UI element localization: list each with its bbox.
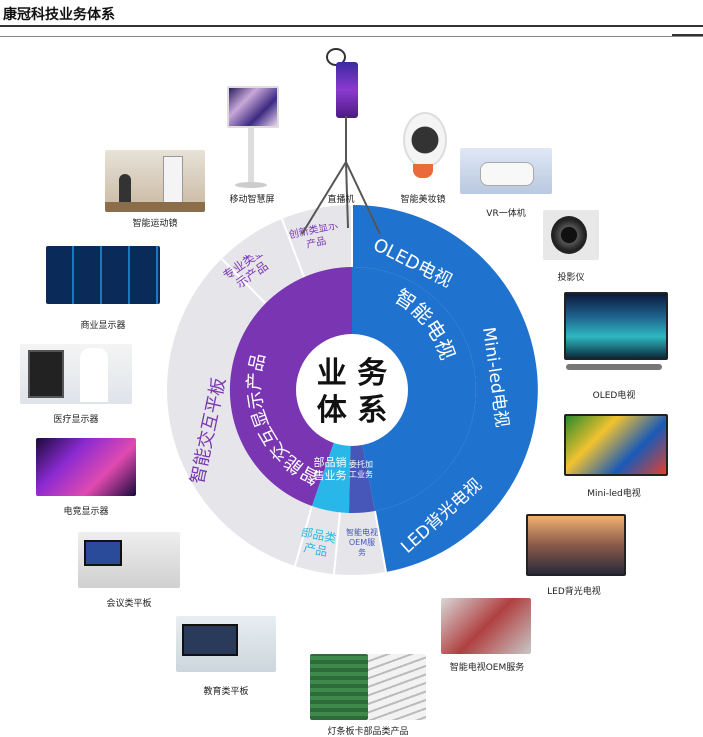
inner-label-parts-sales: 部品销售业务 [313,456,347,482]
commercial-image [46,246,160,304]
product-mini-led-tv: Mini-led电视 [560,414,670,504]
fitness-mirror-caption: 智能运动镜 [132,219,178,229]
edu-panel-caption: 教育类平板 [203,687,249,697]
esports-image [36,438,136,496]
outer-ring-smart-tv [352,204,538,572]
inner-ring-interactive [229,267,352,506]
page-title: 康冠科技业务体系 [3,7,115,23]
inner-label-oem-proc-wrap: 委托加工业务 [349,460,373,479]
outer-label-parts: 部品类产品 [299,528,338,560]
product-led-tv: LED背光电视 [520,514,630,600]
product-mobile-screen: 移动智慧屏 [217,86,307,212]
product-oled-tv: OLED电视 [560,292,670,402]
live-stream-image [336,62,358,118]
outer-ring-dividers [221,205,387,575]
led-tv-image [526,514,626,576]
medical-image [20,344,132,404]
header-rule-thin [0,36,703,37]
fitness-mirror-image [105,150,205,212]
header-rule [0,25,703,27]
product-oem-service: 智能电视OEM服务 [437,598,537,678]
medical-caption: 医疗显示器 [53,415,99,425]
vr-caption: VR一体机 [486,209,526,219]
center-circle [296,334,408,446]
tripod-icon [301,116,381,235]
oem-service-image [441,598,531,654]
product-fitness-mirror: 智能运动镜 [105,150,205,232]
mini-led-tv-caption: Mini-led电视 [587,489,641,499]
product-beauty-mirror: 智能美妆镜 [393,112,463,208]
projector-caption: 投影仪 [557,273,585,283]
oem-service-caption: 智能电视OEM服务 [449,663,525,673]
product-parts: 灯条板卡部品类产品 [300,654,436,737]
product-meeting-panel: 会议类平板 [78,532,180,612]
product-commercial: 商业显示器 [46,246,160,331]
inner-ring-smart-tv [352,266,476,511]
commercial-caption: 商业显示器 [80,321,126,331]
product-medical: 医疗显示器 [20,344,132,425]
product-projector: 投影仪 [543,210,613,284]
parts-caption: 灯条板卡部品类产品 [327,727,409,737]
outer-label-professional: 专业类显示产品 [222,255,271,291]
live-stream-caption: 直播机 [327,195,355,205]
mobile-screen-caption: 移动智慧屏 [229,195,275,205]
vr-image [460,148,552,194]
meeting-panel-caption: 会议类平板 [106,599,152,609]
inner-label-oem-proc: 委托加工业务 [349,460,373,479]
inner-label-parts-sales-wrap: 部品销售业务 [313,456,347,482]
beauty-mirror-caption: 智能美妆镜 [400,195,446,205]
outer-label-oem: 智能电视OEM服务 [346,528,378,557]
oled-tv-image [564,292,668,360]
center-line1: 业 务 [317,356,387,391]
product-esports: 电竞显示器 [36,438,136,522]
esports-caption: 电竞显示器 [63,507,109,517]
header-rule-accent [672,34,703,36]
edu-panel-image [176,616,276,672]
meeting-panel-image [78,532,180,588]
mobile-screen-image [227,86,279,128]
outer-label-professional-wrap: 专业类显示产品 [222,255,271,291]
header: 康冠科技业务体系 [0,0,703,30]
projector-image [543,210,599,260]
center-line2: 体 系 [317,393,387,428]
parts-board-image [310,654,368,720]
product-live-stream: 直播机 [296,48,382,235]
beauty-mirror-image [403,112,447,168]
product-edu-panel: 教育类平板 [172,616,282,698]
product-vr: VR一体机 [460,148,552,219]
parts-strip-image [368,654,426,720]
outer-label-oem-wrap: 智能电视OEM服务 [346,528,378,557]
led-tv-caption: LED背光电视 [547,587,601,597]
mini-led-tv-image [564,414,668,476]
oled-tv-caption: OLED电视 [592,391,636,401]
outer-label-parts-wrap: 部品类产品 [299,528,338,560]
